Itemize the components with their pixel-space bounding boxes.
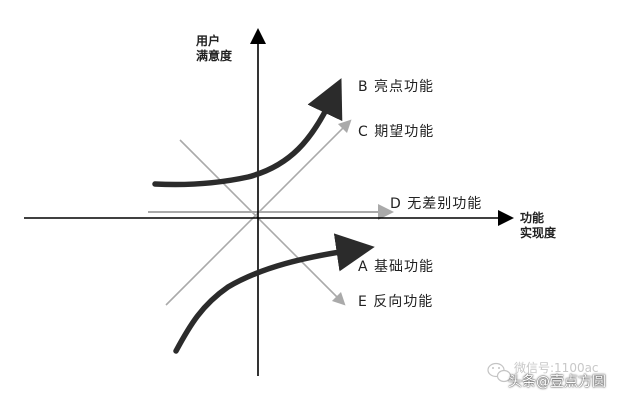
watermark-wechat-id: 微信号:1100ac	[514, 361, 599, 375]
y-axis-label-line1: 用户	[196, 34, 221, 48]
label-b-attractive: B 亮点功能	[358, 79, 435, 95]
label-c-performance: C 期望功能	[358, 124, 435, 140]
watermark-toutiao: 头条@壹点方圆	[508, 374, 606, 390]
curve-b-attractive-arrow	[152, 78, 343, 188]
x-axis-label: 功能 实现度	[520, 211, 556, 241]
wechat-icon	[487, 362, 512, 383]
x-axis-label-line1: 功能	[520, 211, 545, 225]
y-axis-label: 用户 满意度	[196, 34, 232, 64]
label-a-basic: A 基础功能	[358, 259, 435, 275]
label-d-indifferent: D 无差别功能	[390, 196, 483, 212]
x-axis-label-line2: 实现度	[520, 226, 557, 240]
diagonal-guide-up-arrow	[165, 119, 352, 306]
curve-a-basic-arrow	[173, 233, 375, 354]
label-e-reverse: E 反向功能	[358, 294, 434, 310]
y-axis-label-line2: 满意度	[196, 49, 233, 63]
diagonal-guide-down-arrow	[179, 139, 346, 306]
